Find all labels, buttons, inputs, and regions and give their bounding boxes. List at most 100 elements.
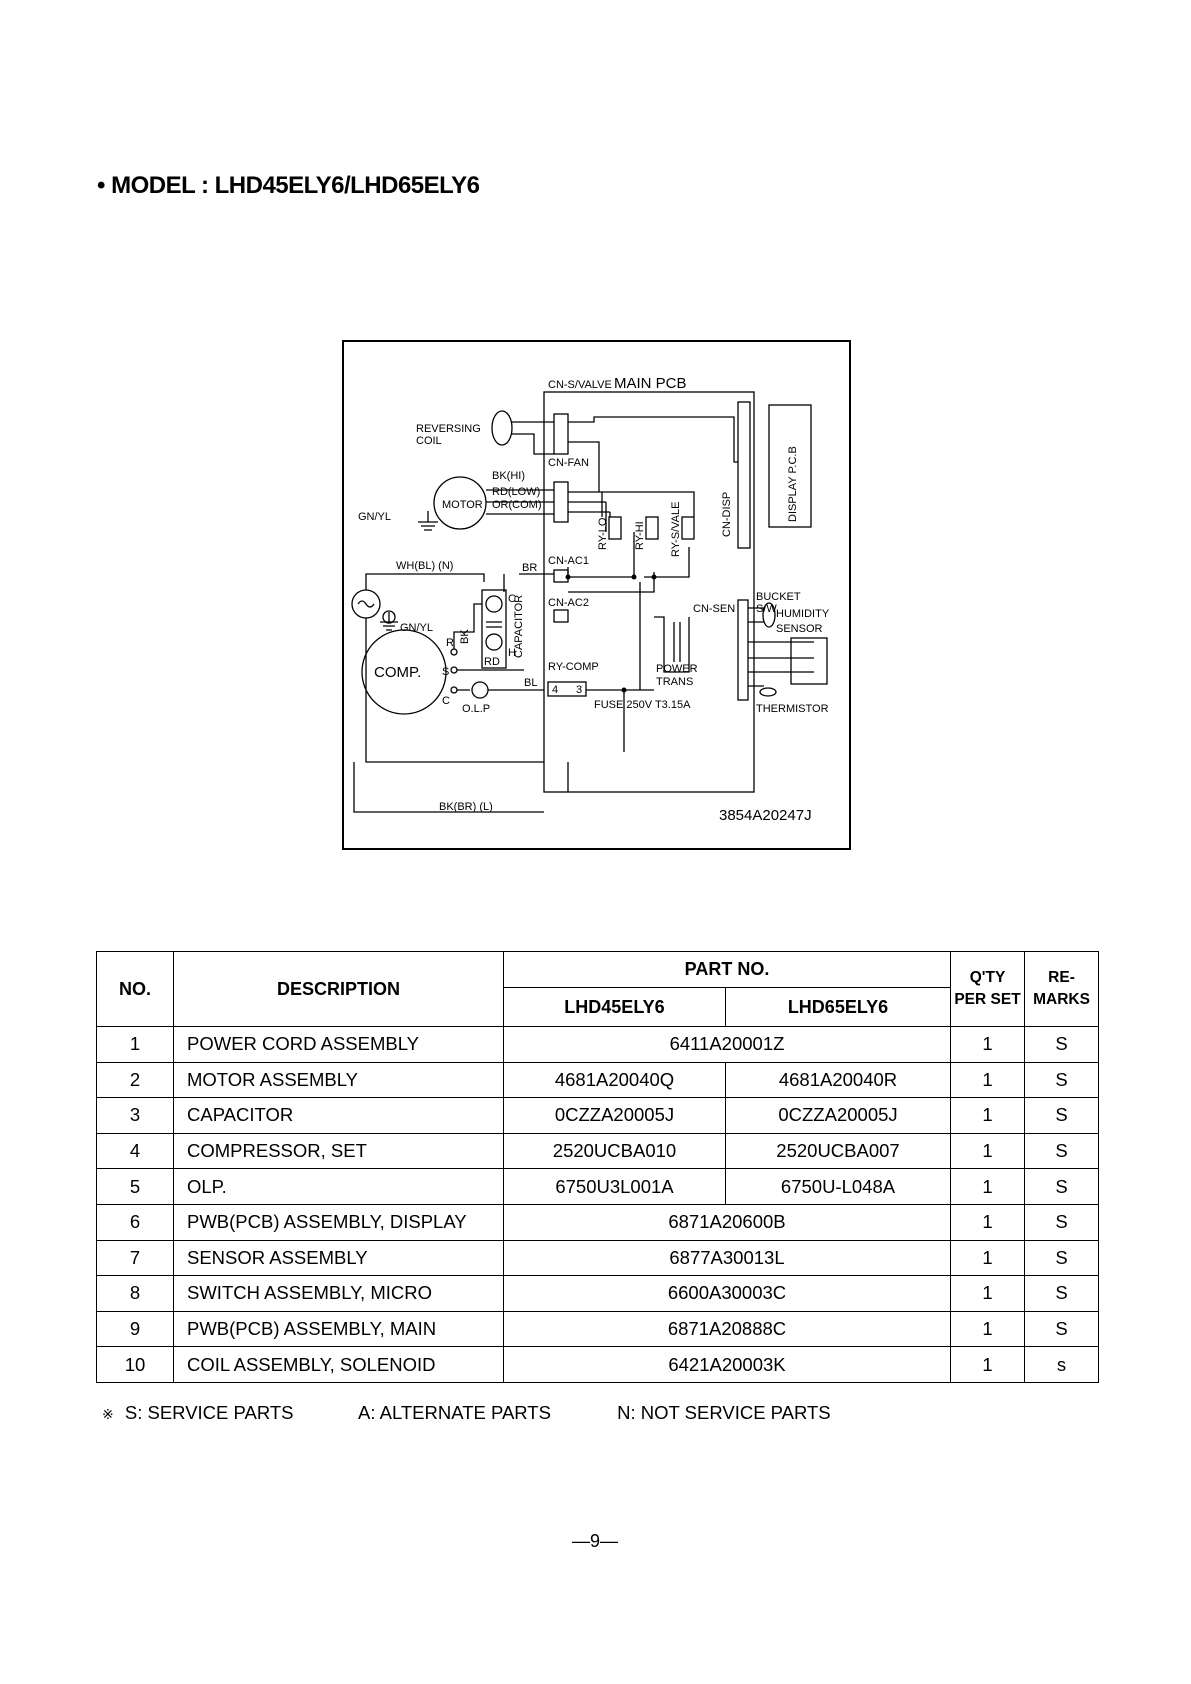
- label-comp-c: C: [442, 695, 450, 707]
- cell-no: 7: [96, 1239, 174, 1277]
- drawing-number: 3854A20247J: [719, 807, 812, 824]
- label-bucket: BUCKET: [756, 591, 801, 603]
- cell-description: SWITCH ASSEMBLY, MICRO: [173, 1275, 504, 1312]
- label-cn-fan: CN-FAN: [548, 457, 589, 469]
- cell-remarks: s: [1024, 1346, 1100, 1383]
- cell-no: 9: [96, 1310, 174, 1348]
- label-bk-br-l: BK(BR) (L): [439, 801, 493, 813]
- label-wh-bl-n: WH(BL) (N): [396, 560, 453, 572]
- main-pcb-box: [543, 391, 755, 793]
- label-br: BR: [522, 562, 537, 574]
- label-ry-comp: RY-COMP: [548, 661, 599, 673]
- header-qty: Q'TY PER SET: [950, 951, 1026, 1027]
- header-no: NO.: [96, 951, 174, 1027]
- model-heading: • MODEL : LHD45ELY6/LHD65ELY6: [97, 172, 480, 199]
- cell-remarks: S: [1024, 1310, 1100, 1348]
- cell-description: MOTOR ASSEMBLY: [173, 1061, 504, 1099]
- cell-no: 3: [96, 1097, 174, 1134]
- header-qty-line2: PER SET: [954, 991, 1021, 1008]
- legend: ※ S: SERVICE PARTS A: ALTERNATE PARTS N:…: [102, 1402, 831, 1424]
- cell-remarks: S: [1024, 1061, 1100, 1099]
- label-bk-hi: BK(HI): [492, 470, 525, 482]
- label-power: POWER: [656, 663, 698, 675]
- label-cn-svalve: CN-S/VALVE: [548, 379, 612, 391]
- cell-description: CAPACITOR: [173, 1097, 504, 1134]
- motor-symbol: [433, 476, 487, 530]
- cell-remarks: S: [1024, 1168, 1100, 1205]
- cell-description: PWB(PCB) ASSEMBLY, DISPLAY: [173, 1203, 504, 1241]
- cn-disp-connector: [737, 401, 751, 549]
- label-cap-h: H: [508, 647, 516, 659]
- cell-qty: 1: [950, 1203, 1026, 1241]
- label-cn-ac2: CN-AC2: [548, 597, 589, 609]
- header-qty-line1: Q'TY: [969, 969, 1006, 986]
- header-remarks: RE-MARKS: [1024, 951, 1100, 1027]
- label-display-pcb: DISPLAY P.C.B: [787, 446, 799, 522]
- cell-qty: 1: [950, 1239, 1026, 1277]
- cell-qty: 1: [950, 1275, 1026, 1312]
- label-fuse: FUSE 250V T3.15A: [594, 699, 691, 711]
- label-gn-yl-motor: GN/YL: [358, 511, 391, 523]
- cell-remarks: S: [1024, 1239, 1100, 1277]
- cell-no: 8: [96, 1275, 174, 1312]
- legend-mark: ※: [102, 1406, 114, 1422]
- label-bk: BK: [459, 629, 471, 644]
- label-relay-4: 4: [552, 684, 558, 696]
- cell-remarks: S: [1024, 1097, 1100, 1134]
- cell-no: 1: [96, 1026, 174, 1063]
- header-part-no: PART NO.: [502, 951, 952, 988]
- cell-part-no-b: 2520UCBA007: [724, 1132, 952, 1170]
- cell-qty: 1: [950, 1097, 1026, 1134]
- bucket-switch-symbol: [762, 602, 776, 628]
- header-model-b: LHD65ELY6: [724, 987, 952, 1027]
- label-olp: O.L.P: [462, 703, 490, 715]
- cell-part-no-b: 0CZZA20005J: [724, 1097, 952, 1134]
- label-ry-hi: RY-HI: [634, 521, 646, 550]
- cell-part-no: 6871A20888C: [502, 1310, 952, 1348]
- display-pcb-box: [768, 404, 812, 528]
- label-reversing-coil: REVERSING: [416, 423, 481, 435]
- header-remarks-line1: RE-: [1048, 969, 1075, 986]
- cell-description: COMPRESSOR, SET: [173, 1132, 504, 1170]
- cell-description: OLP.: [173, 1168, 504, 1205]
- label-cn-disp: CN-DISP: [721, 492, 733, 537]
- wiring-diagram: MAIN PCB CN-S/VALVE REVERSING COIL CN-FA…: [342, 340, 851, 850]
- label-sw: S/W: [756, 603, 777, 615]
- cell-remarks: S: [1024, 1026, 1100, 1063]
- compressor-symbol: [361, 629, 447, 715]
- cell-no: 5: [96, 1168, 174, 1205]
- cell-description: PWB(PCB) ASSEMBLY, MAIN: [173, 1310, 504, 1348]
- label-comp-s: S: [442, 666, 449, 678]
- label-cn-sen: CN-SEN: [693, 603, 735, 615]
- reversing-coil-symbol: [491, 410, 513, 446]
- label-rd-low: RD(LOW): [492, 486, 540, 498]
- parts-table: NO. DESCRIPTION PART NO. Q'TY PER SET RE-…: [96, 951, 1100, 1383]
- wiring-diagram-svg: MAIN PCB CN-S/VALVE REVERSING COIL CN-FA…: [351, 375, 830, 824]
- cell-qty: 1: [950, 1061, 1026, 1099]
- cell-part-no-b: 6750U-L048A: [724, 1168, 952, 1205]
- header-description: DESCRIPTION: [173, 951, 504, 1027]
- page-number: —9—: [572, 1531, 619, 1551]
- humidity-sensor-symbol: [790, 637, 828, 685]
- legend-alternate: A: ALTERNATE PARTS: [358, 1402, 551, 1423]
- cell-qty: 1: [950, 1310, 1026, 1348]
- label-cap-c: C: [508, 593, 516, 605]
- cell-no: 4: [96, 1132, 174, 1170]
- cell-part-no: 6600A30003C: [502, 1275, 952, 1312]
- label-coil: COIL: [416, 435, 442, 447]
- label-comp: COMP.: [374, 664, 421, 681]
- label-gn-yl-plug: GN/YL: [400, 622, 433, 634]
- label-rd: RD: [484, 656, 500, 668]
- cell-remarks: S: [1024, 1203, 1100, 1241]
- cell-part-no: 6871A20600B: [502, 1203, 952, 1241]
- header-model-a: LHD45ELY6: [503, 987, 726, 1027]
- olp-symbol: [471, 681, 489, 699]
